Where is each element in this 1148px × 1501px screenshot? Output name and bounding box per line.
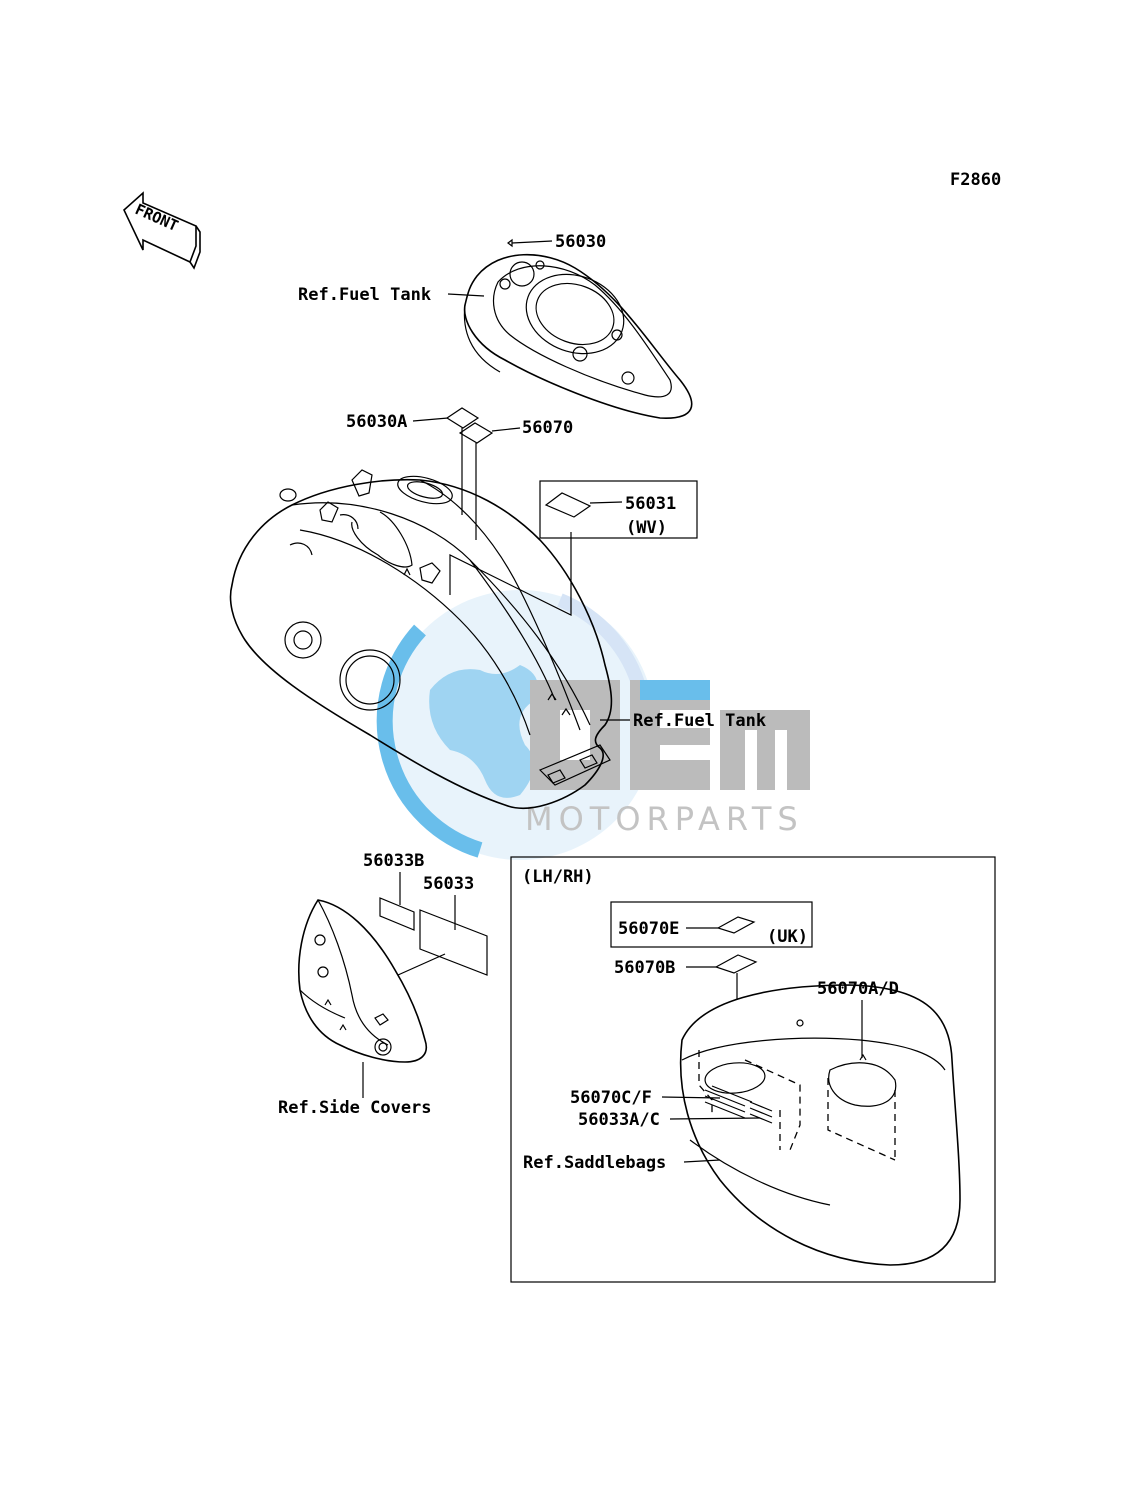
watermark-ring <box>376 624 483 858</box>
decal-56070E <box>716 916 756 934</box>
decal-56070 <box>458 422 494 444</box>
label-ref-fuel-tank-top: Ref.Fuel Tank <box>298 285 431 305</box>
watermark-subtitle: MOTORPARTS <box>525 800 804 838</box>
label-56033B: 56033B <box>363 851 424 871</box>
decal-56070B <box>714 954 758 974</box>
label-56070B: 56070B <box>614 958 675 978</box>
figure-code: F2860 <box>950 170 1001 190</box>
label-ref-saddlebags: Ref.Saddlebags <box>523 1153 666 1173</box>
watermark-letter-m <box>720 710 810 790</box>
label-56033: 56033 <box>423 874 474 894</box>
hatched-decal-56070C-F <box>704 1085 753 1119</box>
label-56030A: 56030A <box>346 412 407 432</box>
label-ref-fuel-tank-main: Ref.Fuel Tank <box>633 711 766 731</box>
label-56070CF: 56070C/F <box>570 1088 652 1108</box>
label-56070: 56070 <box>522 418 573 438</box>
box-56031-wv <box>539 480 698 539</box>
decal-56030A <box>445 407 480 429</box>
label-lh-rh: (LH/RH) <box>522 867 594 887</box>
label-56031: 56031 <box>625 494 676 514</box>
saddlebag-box <box>510 856 996 1283</box>
label-56033AC: 56033A/C <box>578 1110 660 1130</box>
fuel-tank <box>229 469 613 809</box>
label-56070E: 56070E <box>618 919 679 939</box>
decal-56031 <box>544 492 592 518</box>
saddlebag <box>679 984 961 1266</box>
label-wv: (WV) <box>626 518 667 538</box>
label-uk: (UK) <box>767 927 808 947</box>
label-56070AD: 56070A/D <box>817 979 899 999</box>
label-ref-side-covers: Ref.Side Covers <box>278 1098 432 1118</box>
front-arrow-icon: FRONT <box>123 191 201 270</box>
hatched-decal-56033A-C <box>749 1101 773 1124</box>
decal-56033 <box>419 909 488 976</box>
side-cover <box>298 899 427 1063</box>
watermark: MOTORPARTS <box>376 590 810 860</box>
decal-56033B <box>379 897 415 931</box>
label-56030: 56030 <box>555 232 606 252</box>
fuel-tank-console <box>463 253 693 419</box>
watermark-globe-icon <box>385 590 655 860</box>
front-label: FRONT <box>132 200 181 235</box>
box-56070E-uk <box>610 901 813 948</box>
